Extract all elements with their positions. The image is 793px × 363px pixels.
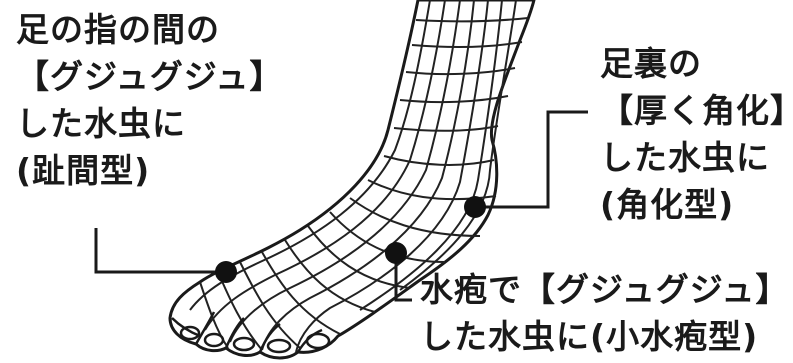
callout-line: した水虫に(小水疱型) xyxy=(420,317,759,356)
marker-dots xyxy=(215,196,486,283)
leader-interdigital xyxy=(94,228,226,274)
callout-line: 足裏の xyxy=(600,44,702,83)
foot-outline xyxy=(168,0,536,360)
callout-vesicular: 水疱で【グジュグジュ】 した水虫に(小水疱型) xyxy=(420,266,789,360)
callout-line: した水虫に xyxy=(16,104,186,143)
callout-hyperkeratotic: 足裏の 【厚く角化】 した水虫に (角化型) xyxy=(600,40,793,228)
callout-line: 【厚く角化】 xyxy=(600,91,793,130)
callout-line: (趾間型) xyxy=(16,151,151,190)
callout-line: (角化型) xyxy=(600,185,735,224)
leader-lines xyxy=(94,110,588,302)
callout-line: 水疱で【グジュグジュ】 xyxy=(420,270,790,309)
marker-dot-hyperkeratotic xyxy=(464,196,486,218)
toes xyxy=(171,311,331,354)
leader-vesicular xyxy=(394,253,412,302)
callout-interdigital: 足の指の間の 【グジュグジュ】 した水虫に (趾間型) xyxy=(16,6,283,194)
marker-dot-vesicular xyxy=(385,242,407,264)
marker-dot-interdigital xyxy=(215,261,237,283)
callout-line: 【グジュグジュ】 xyxy=(16,57,284,96)
callout-line: 足の指の間の xyxy=(16,10,220,49)
leader-hyperkeratotic xyxy=(475,110,588,209)
callout-line: した水虫に xyxy=(600,138,770,177)
